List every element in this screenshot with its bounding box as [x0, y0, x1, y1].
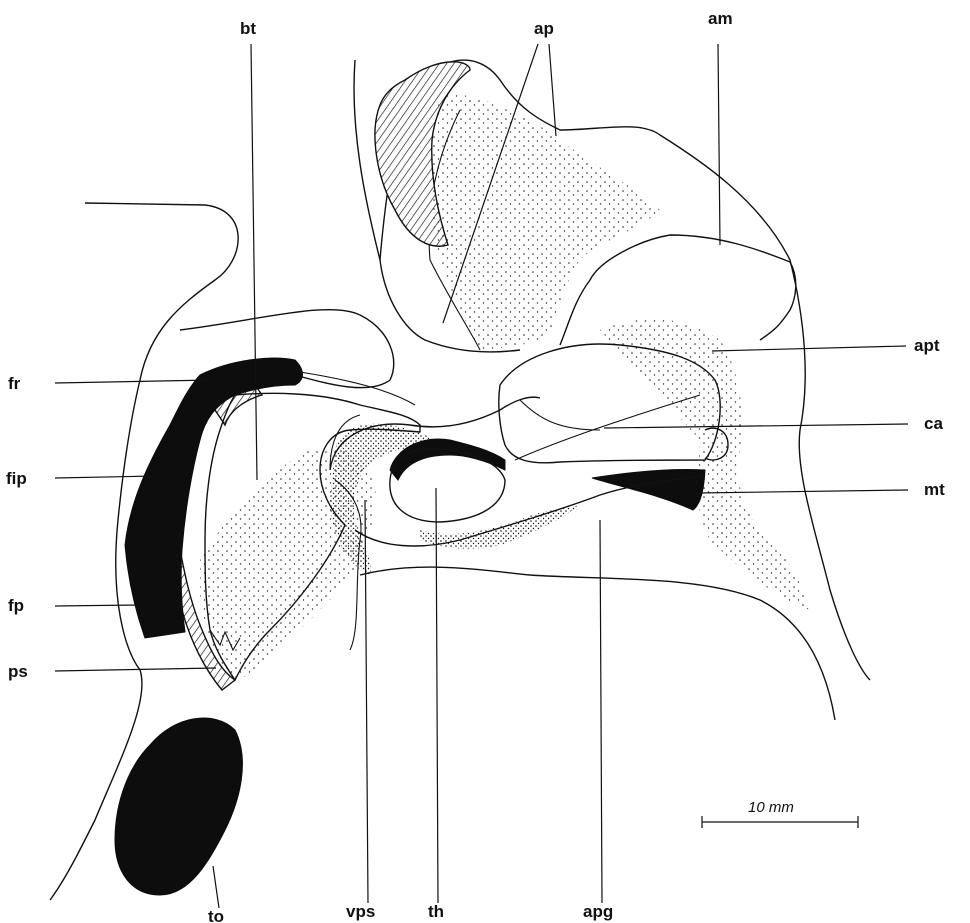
solid-to: [115, 718, 242, 895]
label-fr: fr: [8, 374, 21, 393]
label-vps: vps: [346, 902, 375, 921]
leader-ca: [604, 424, 908, 428]
label-am: am: [708, 9, 733, 28]
leader-ap-right: [549, 44, 556, 136]
label-to: to: [208, 907, 224, 923]
leader-bt: [251, 44, 257, 480]
solid-mt: [592, 469, 705, 510]
label-th: th: [428, 902, 444, 921]
label-bt: bt: [240, 19, 256, 38]
label-fp: fp: [8, 596, 24, 615]
scale-bar-label: 10 mm: [748, 799, 794, 816]
label-ca: ca: [924, 414, 943, 433]
leader-fip: [55, 476, 155, 478]
scale-bar: 10 mm: [702, 799, 858, 828]
leader-apt: [712, 346, 906, 351]
label-apg: apg: [583, 902, 613, 921]
leader-fr: [55, 380, 213, 383]
label-ap: ap: [534, 19, 554, 38]
leader-th: [436, 488, 438, 903]
label-apt: apt: [914, 336, 940, 355]
leader-to: [213, 866, 219, 908]
leader-fp: [55, 605, 140, 606]
label-ps: ps: [8, 662, 28, 681]
label-fip: fip: [6, 469, 27, 488]
leader-ps: [55, 668, 216, 671]
label-mt: mt: [924, 480, 945, 499]
leader-am: [718, 44, 720, 245]
